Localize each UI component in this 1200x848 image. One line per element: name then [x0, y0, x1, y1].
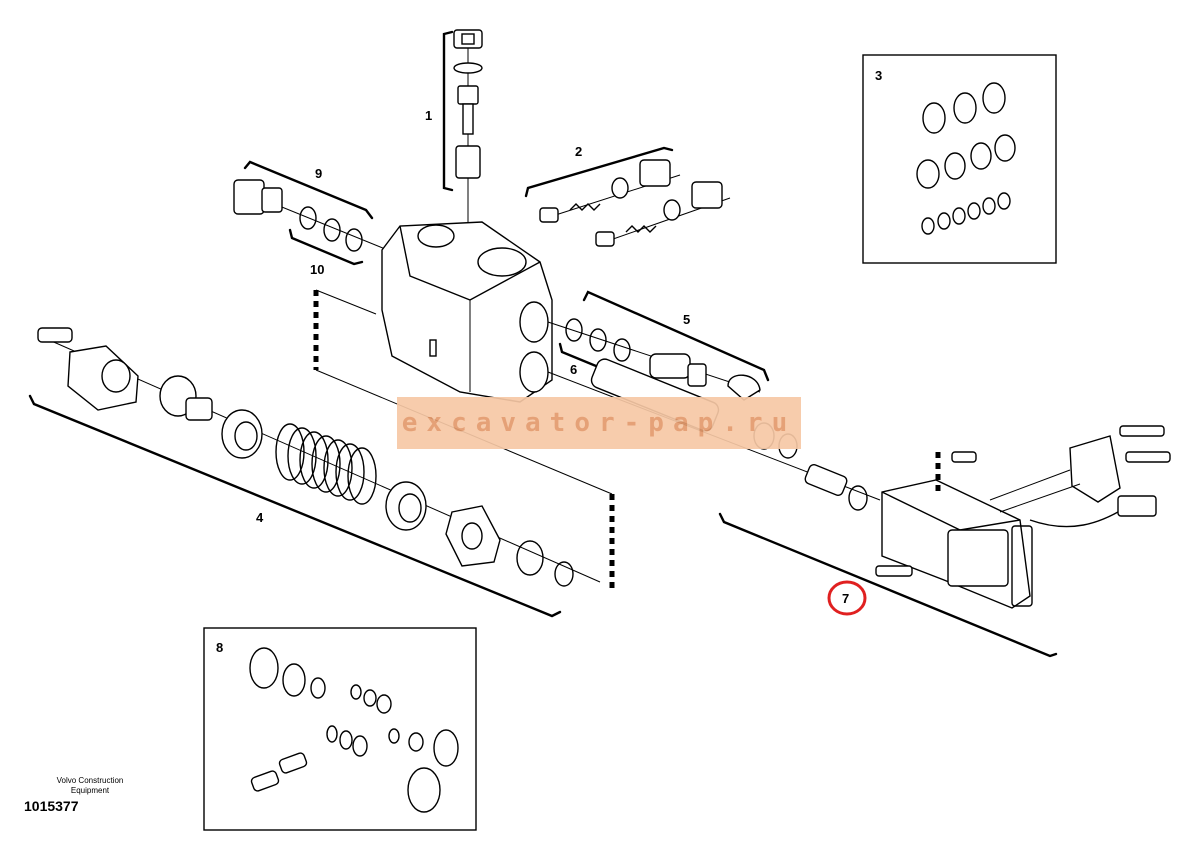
callout-6[interactable]: 6 — [570, 362, 577, 377]
callout-group-2: 2 — [524, 144, 731, 247]
drawing-footer: Volvo Construction Equipment 1015377 — [20, 776, 160, 814]
callout-3[interactable]: 3 — [875, 68, 882, 83]
callout-group-9: 9 — [233, 160, 401, 256]
manufacturer-line-1: Volvo Construction — [56, 776, 124, 785]
callout-group-5: 5 — [547, 290, 770, 401]
manufacturer-label: Volvo Construction Equipment — [20, 776, 160, 796]
spring — [275, 423, 377, 505]
valve-body — [381, 221, 553, 403]
callout-7-highlight — [827, 580, 867, 616]
manufacturer-line-2: Equipment — [70, 786, 110, 795]
callout-group-3: 3 — [862, 54, 1057, 264]
callout-2[interactable]: 2 — [575, 144, 582, 159]
callout-group-4: 4 — [28, 327, 601, 618]
callout-10[interactable]: 10 — [310, 262, 324, 277]
callout-7[interactable]: 7 — [842, 591, 849, 606]
callout-1[interactable]: 1 — [425, 108, 432, 123]
callout-group-8: 8 — [203, 627, 477, 831]
callout-group-1: 1 — [425, 29, 483, 232]
callout-9[interactable]: 9 — [315, 166, 322, 181]
callout-4[interactable]: 4 — [256, 510, 264, 525]
drawing-number: 1015377 — [24, 798, 79, 814]
callout-group-10: 10 — [288, 228, 364, 277]
watermark-banner: excavator-pap.ru — [397, 397, 801, 449]
callout-5[interactable]: 5 — [683, 312, 690, 327]
callout-8[interactable]: 8 — [216, 640, 223, 655]
callout-group-7: 7 — [718, 425, 1171, 658]
